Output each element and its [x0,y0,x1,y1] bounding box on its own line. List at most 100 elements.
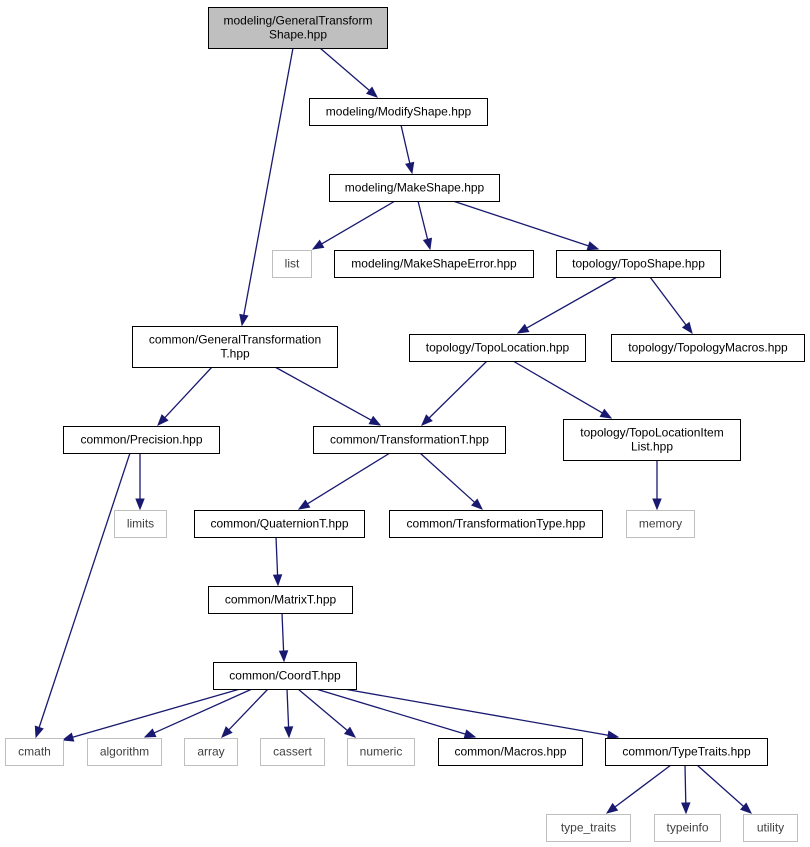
node-coord[interactable]: common/CoordT.hpp [213,662,357,690]
node-label: common/TypeTraits.hpp [622,745,751,759]
edge-toposhape-to-topoloc [516,276,618,334]
arrowhead [135,498,145,511]
edge-line [286,688,290,728]
node-box [208,586,353,614]
node-typeinfo: typeinfo [654,814,721,842]
arrowhead [143,728,157,738]
edge-typetraits-to-type_traits [605,764,672,814]
arrowhead [311,239,325,250]
node-box [347,738,415,766]
edge-coord-to-array [221,688,269,738]
edge-line [649,276,687,326]
node-label: common/GeneralTransformation [149,333,321,347]
node-box [409,334,586,362]
node-box [611,334,805,362]
arrowhead [599,408,613,419]
edge-line [38,452,131,728]
node-label: algorithm [100,745,149,759]
node-numeric: numeric [347,738,415,766]
node-algorithm: algorithm [87,738,162,766]
edge-precision-to-cmath [34,452,131,739]
node-macros[interactable]: common/Macros.hpp [438,738,583,766]
node-box [626,510,695,538]
arrowhead [605,802,619,814]
edge-line [319,47,370,91]
node-transtype[interactable]: common/TransformationType.hpp [389,510,603,538]
arrowhead [740,802,753,814]
arrowhead [652,498,662,511]
node-topoloc[interactable]: topology/TopoLocation.hpp [409,334,586,362]
node-box [260,738,325,766]
node-box [743,814,798,842]
arrowhead [681,321,693,335]
node-cmath: cmath [5,738,64,766]
edge-line [321,200,396,245]
node-type_traits: type_traits [546,814,631,842]
edge-matrix-to-coord [278,612,289,663]
node-list: list [272,250,312,278]
edge-make-to-list [311,200,396,250]
edge-make-to-makeerr [417,200,433,251]
node-label: common/TransformationType.hpp [407,517,586,531]
arrowhead [157,414,169,426]
edge-line [343,688,609,736]
node-label: common/Macros.hpp [454,745,566,759]
edge-typetraits-to-typeinfo [681,764,691,815]
arrowhead [61,732,75,742]
node-toposhape[interactable]: topology/TopoShape.hpp [556,250,721,278]
arrowhead [34,725,44,739]
node-matrix[interactable]: common/MatrixT.hpp [208,586,353,614]
node-box [194,510,365,538]
node-modify[interactable]: modeling/ModifyShape.hpp [309,98,488,126]
node-box [546,814,631,842]
edge-line [72,688,241,738]
edge-coord-to-cmath [61,688,241,742]
node-label: type_traits [561,821,616,835]
node-box [654,814,721,842]
node-utility: utility [743,814,798,842]
edge-gentrans-to-transT [274,366,382,426]
edge-coord-to-cassert [283,688,294,739]
edge-coord-to-macros [315,688,477,739]
arrowhead [422,237,433,251]
edge-line [452,200,589,247]
node-box [63,426,220,454]
node-label: modeling/GeneralTransform [224,14,373,28]
node-box [389,510,603,538]
node-transT[interactable]: common/TransformationT.hpp [313,426,506,454]
edge-make-to-toposhape [452,200,600,251]
node-label: modeling/MakeShape.hpp [345,181,485,195]
edge-line [243,47,294,316]
arrowhead [283,726,294,739]
node-makeerr[interactable]: modeling/MakeShapeError.hpp [334,250,534,278]
arrowhead [586,241,600,251]
node-label: array [197,745,224,759]
node-label: cmath [18,745,51,759]
node-box [438,738,583,766]
node-box [114,510,167,538]
node-label: typeinfo [666,821,708,835]
node-box [213,662,357,690]
node-precision[interactable]: common/Precision.hpp [63,426,220,454]
edge-line [512,360,603,414]
node-memory: memory [626,510,695,538]
node-label: list [285,257,300,271]
edge-typetraits-to-utility [696,764,753,814]
nodes-layer: modeling/GeneralTransformShape.hppmodeli… [5,7,805,842]
node-topomacros[interactable]: topology/TopologyMacros.hpp [611,334,805,362]
edge-line [400,124,411,164]
node-quat[interactable]: common/QuaternionT.hpp [194,510,365,538]
arrowhead [368,415,382,426]
edge-line [419,452,476,503]
node-typetraits[interactable]: common/TypeTraits.hpp [605,738,768,766]
arrowhead [405,161,415,175]
node-make[interactable]: modeling/MakeShape.hpp [329,174,500,202]
edge-modify-to-make [400,124,415,175]
node-label: cassert [273,745,312,759]
edge-transT-to-quat [297,452,391,510]
